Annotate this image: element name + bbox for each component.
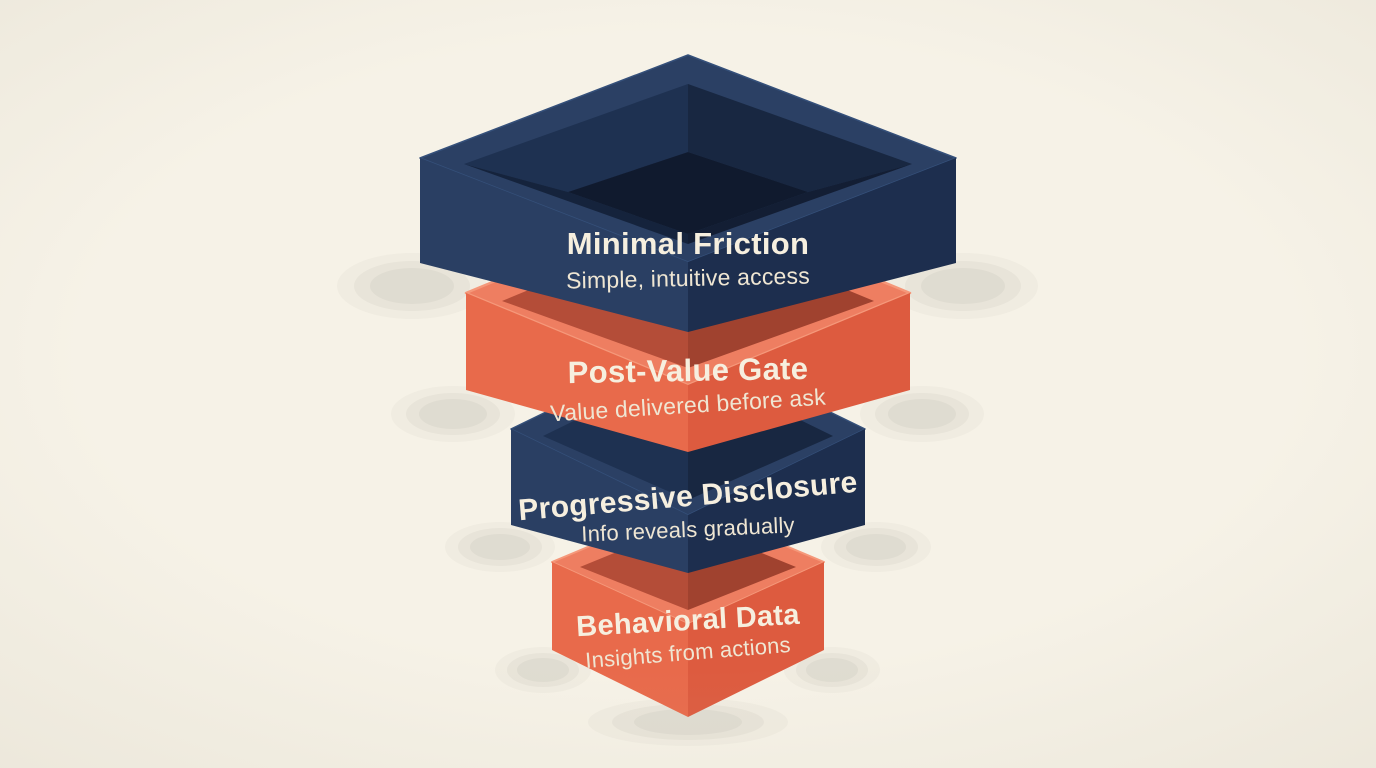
shadow-tier3-right bbox=[821, 522, 931, 572]
tier1-inner-wall-front-right bbox=[688, 164, 912, 244]
shadow-tier4-right bbox=[784, 647, 880, 693]
tier1-front-face-right bbox=[688, 158, 956, 332]
shadow-tier4-left bbox=[495, 647, 591, 693]
tier3-front-face-right bbox=[688, 429, 865, 573]
shadow-tier2-right bbox=[860, 386, 984, 442]
tier3-front-face-left bbox=[511, 429, 688, 573]
shadow-tier4-bottom bbox=[588, 698, 788, 746]
tier1-inner-wall-back-left bbox=[464, 84, 688, 192]
tier-minimal-friction-shape bbox=[419, 54, 957, 332]
tier1-front-face-left bbox=[420, 158, 688, 332]
tier4-front-face-right bbox=[688, 562, 824, 717]
shadow-tier3-left bbox=[445, 522, 555, 572]
tier4-front-face-left bbox=[552, 562, 688, 717]
tier1-inner-wall-front-left bbox=[464, 164, 688, 244]
shadow-tier2-left bbox=[391, 386, 515, 442]
tier1-inner-throat bbox=[568, 152, 808, 234]
tier2-front-face-left bbox=[466, 293, 688, 452]
tier1-inner-wall-back-right bbox=[688, 84, 912, 192]
tier2-front-face-right bbox=[688, 293, 910, 452]
